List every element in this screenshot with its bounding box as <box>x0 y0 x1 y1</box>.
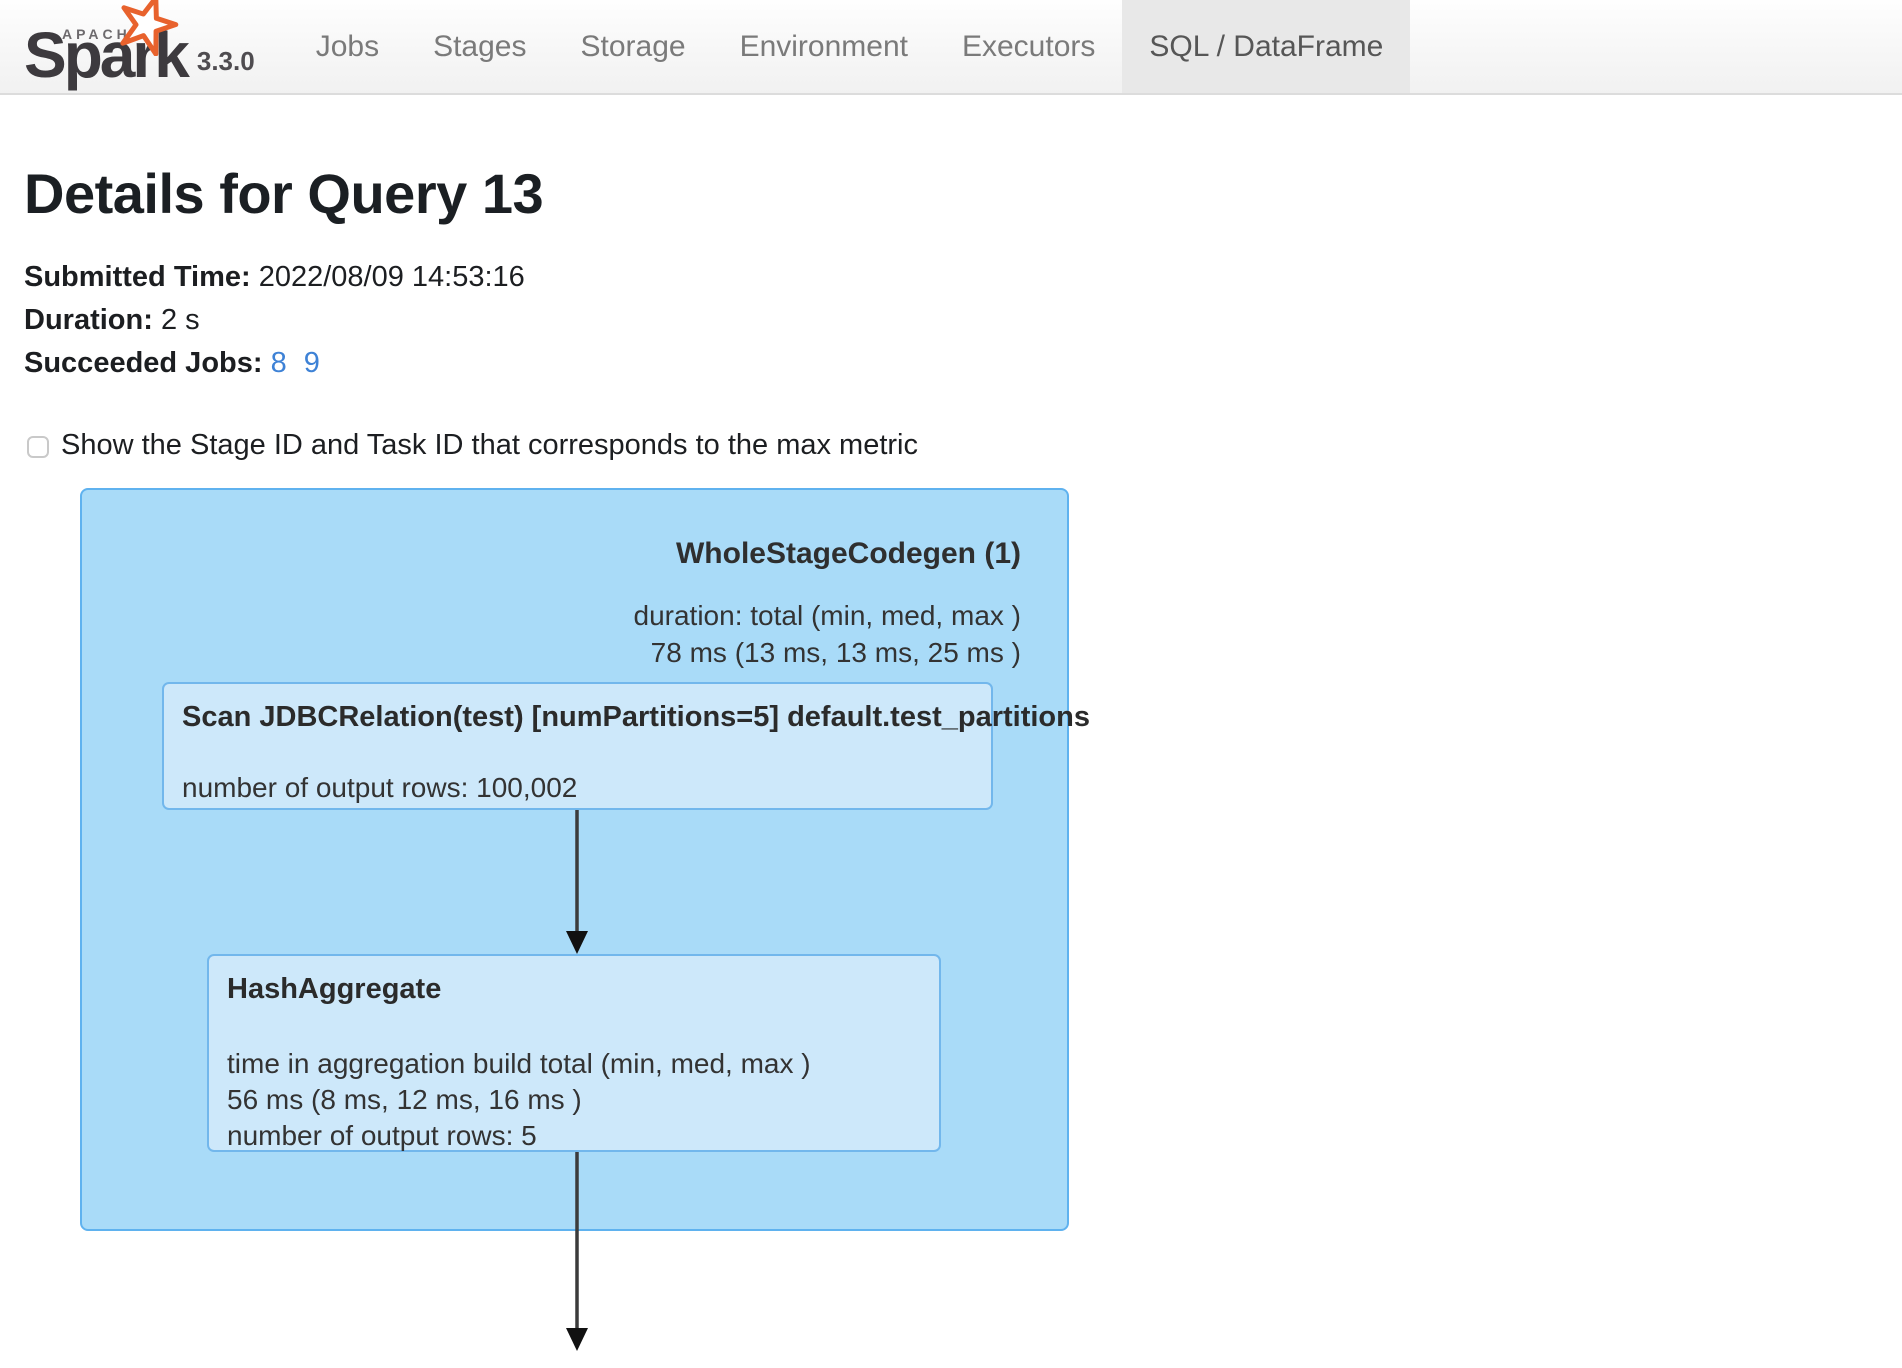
max-metric-option-row: Show the Stage ID and Task ID that corre… <box>24 429 1878 462</box>
tab-environment[interactable]: Environment <box>739 29 908 63</box>
plan-node-metric: number of output rows: 5 <box>227 1120 537 1151</box>
top-navbar: APACHE Spark 3.3.0 Jobs Stages Storage E… <box>0 0 1902 95</box>
submitted-time-row: Submitted Time: 2022/08/09 14:53:16 <box>24 256 1878 299</box>
spark-version: 3.3.0 <box>196 46 255 76</box>
succeeded-jobs-label: Succeeded Jobs: <box>24 347 263 379</box>
tab-sql-dataframe[interactable]: SQL / DataFrame <box>1122 0 1411 93</box>
spark-logo[interactable]: APACHE Spark <box>0 0 190 93</box>
edge-hash-down-arrowhead <box>566 1328 588 1351</box>
succeeded-jobs-row: Succeeded Jobs: 8 9 <box>24 342 1878 385</box>
submitted-time-label: Submitted Time: <box>24 261 251 293</box>
tab-stages[interactable]: Stages <box>433 29 527 63</box>
plan-node-metric: time in aggregation build total (min, me… <box>227 1048 811 1079</box>
spark-star-icon <box>120 0 179 56</box>
max-metric-checkbox[interactable] <box>27 435 49 458</box>
plan-node-scan-jdbcrelation[interactable]: Scan JDBCRelation(test) [numPartitions=5… <box>162 682 1090 810</box>
submitted-time-value: 2022/08/09 14:53:16 <box>258 261 525 293</box>
cluster-title: WholeStageCodegen (1) <box>675 537 1021 570</box>
duration-row: Duration: 2 s <box>24 299 1878 342</box>
cluster-duration: duration: total (min, med, max ) 78 ms (… <box>82 597 1021 671</box>
max-metric-checkbox-label[interactable]: Show the Stage ID and Task ID that corre… <box>61 429 919 461</box>
plan-node-metric: number of output rows: 100,002 <box>182 772 578 803</box>
plan-node-title: Scan JDBCRelation(test) [numPartitions=5… <box>182 701 1090 733</box>
nav-tabs: Jobs Stages Storage Environment Executor… <box>289 0 1411 93</box>
tab-jobs[interactable]: Jobs <box>315 29 380 63</box>
query-plan-visualization: WholeStageCodegen (1) duration: total (m… <box>24 488 1878 1368</box>
apache-label: APACHE <box>62 26 145 42</box>
query-summary: Submitted Time: 2022/08/09 14:53:16 Dura… <box>24 256 1878 385</box>
job-link-9[interactable]: 9 <box>303 347 320 379</box>
plan-node-hashaggregate[interactable]: HashAggregate time in aggregation build … <box>207 954 941 1152</box>
main-content: Details for Query 13 Submitted Time: 202… <box>0 161 1902 1368</box>
cluster-duration-line2: 78 ms (13 ms, 13 ms, 25 ms ) <box>650 637 1021 668</box>
tab-executors[interactable]: Executors <box>961 29 1096 63</box>
duration-value: 2 s <box>160 304 200 336</box>
plan-node-metric: 56 ms (8 ms, 12 ms, 16 ms ) <box>227 1084 582 1115</box>
spark-wordmark: Spark <box>24 19 190 91</box>
cluster-header: WholeStageCodegen (1) duration: total (m… <box>82 490 1067 671</box>
cluster-duration-line1: duration: total (min, med, max ) <box>633 600 1021 631</box>
tab-storage[interactable]: Storage <box>580 29 686 63</box>
page-title: Details for Query 13 <box>24 162 544 225</box>
duration-label: Duration: <box>24 304 153 336</box>
job-link-8[interactable]: 8 <box>270 347 287 379</box>
plan-node-title: HashAggregate <box>227 973 442 1005</box>
